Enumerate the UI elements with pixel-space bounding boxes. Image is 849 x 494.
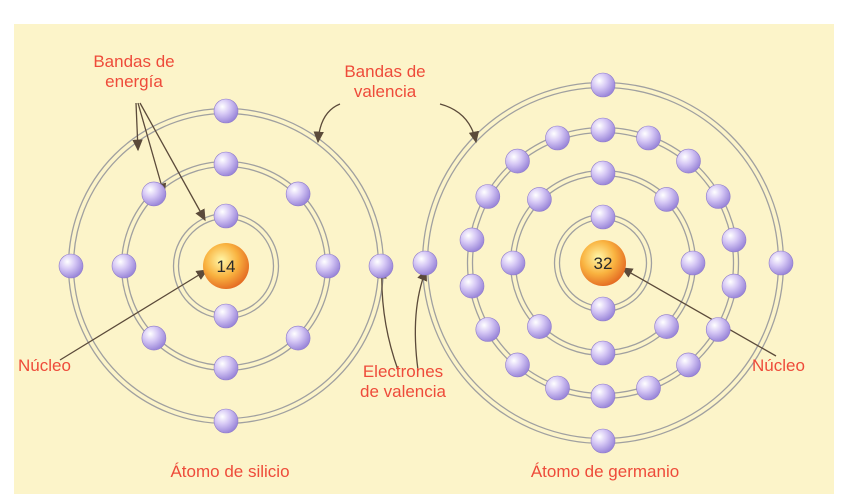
silicon-electron (285, 181, 311, 207)
germanium-electron (590, 383, 616, 409)
germanium-electron (590, 340, 616, 366)
silicon-electron (213, 151, 239, 177)
germanium-electron (500, 250, 526, 276)
silicon-electron (213, 98, 239, 124)
silicon-electron (58, 253, 84, 279)
nucleus-arrow-left (59, 269, 209, 361)
nucleus-label-left: Núcleo (18, 356, 71, 375)
germanium-electron (505, 148, 530, 174)
germanium-electron (676, 148, 701, 174)
valence-band-arrow-left (313, 103, 341, 144)
silicon-nucleus (203, 243, 249, 289)
silicon-atom-label: Átomo de silicio (170, 462, 290, 481)
nucleus-arrow-right (620, 267, 777, 357)
silicon-electron (213, 408, 239, 434)
germanium-electron (545, 125, 570, 151)
germanium-electron (459, 227, 485, 253)
germanium-electron (527, 187, 552, 212)
valence-band-arrow-right (439, 103, 480, 144)
germanium-electron (590, 160, 616, 186)
silicon-electron (285, 325, 311, 351)
silicon-electron (111, 253, 137, 279)
germanium-atom-label: Átomo de germanio (530, 462, 680, 481)
germanium-electron (636, 125, 661, 151)
valence-bands-label: Bandas de valencia (344, 62, 426, 101)
silicon-electron (315, 253, 341, 279)
silicon-electron (141, 181, 167, 207)
germanium-electron (676, 352, 701, 378)
energy-bands-label: Bandas de energía (93, 52, 175, 91)
germanium-electron (475, 184, 501, 209)
germanium-electron (475, 317, 501, 342)
nucleus-label-right: Núcleo (752, 356, 805, 375)
germanium-electron (459, 273, 485, 299)
germanium-electron (590, 296, 616, 322)
germanium-electron (680, 250, 706, 276)
germanium-electron (590, 204, 616, 230)
germanium-electron (590, 72, 616, 98)
germanium-electron (768, 250, 794, 276)
germanium-electron (721, 227, 747, 253)
valence-electron-arrow-right (414, 268, 427, 371)
silicon-electron (213, 303, 239, 329)
germanium-electron (705, 317, 731, 342)
germanium-electron (721, 273, 747, 299)
germanium-electron (654, 187, 679, 212)
germanium-electron (654, 314, 679, 339)
energy-band-arrow (139, 102, 206, 222)
energy-band-arrow (137, 102, 167, 196)
valence-electron-arrow-left (376, 266, 399, 371)
silicon-atomic-number: 14 (217, 257, 236, 276)
germanium-electron (412, 250, 438, 276)
germanium-electron (705, 184, 731, 209)
germanium-electron (545, 375, 570, 401)
germanium-atomic-number: 32 (594, 254, 613, 273)
germanium-electron (636, 375, 661, 401)
silicon-electron (368, 253, 394, 279)
germanium-electron (590, 117, 616, 143)
germanium-nucleus (580, 240, 626, 286)
valence-electrons-label: Electrones de valencia (359, 362, 446, 401)
germanium-electron (590, 428, 616, 454)
energy-band-arrow (132, 102, 143, 152)
germanium-electron (527, 314, 552, 339)
silicon-electron (213, 355, 239, 381)
silicon-electron (213, 203, 239, 229)
silicon-electron (141, 325, 167, 351)
germanium-electron (505, 352, 530, 378)
